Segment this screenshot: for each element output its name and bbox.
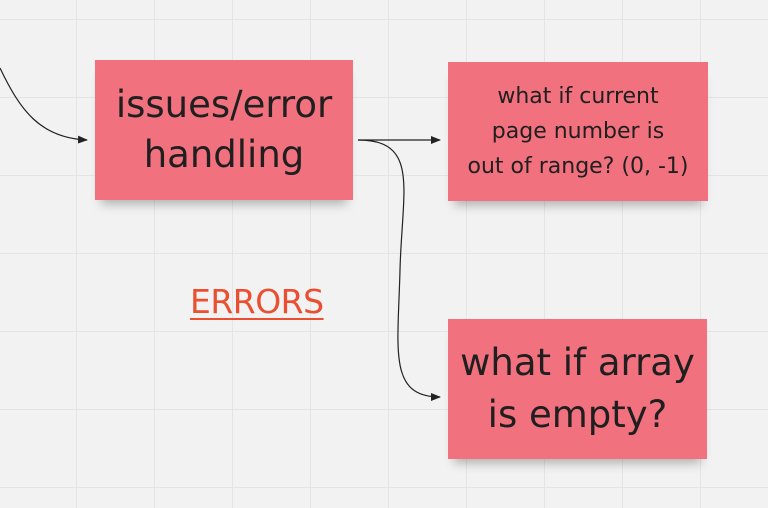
sticky-note-issues-error-handling[interactable]: issues/error handling — [95, 60, 353, 200]
connector-to-empty-note[interactable] — [357, 139, 441, 401]
sticky-note-text: what if current page number is out of ra… — [468, 79, 689, 184]
note-line: what if array — [460, 341, 695, 384]
sticky-note-page-out-of-range[interactable]: what if current page number is out of ra… — [448, 62, 708, 201]
note-line: handling — [143, 133, 305, 176]
sticky-note-text: issues/error handling — [116, 80, 332, 180]
note-line: what if current — [497, 84, 659, 109]
sticky-note-array-empty[interactable]: what if array is empty? — [448, 319, 707, 459]
errors-text-label[interactable]: ERRORS — [190, 282, 324, 321]
sticky-note-text: what if array is empty? — [460, 337, 695, 441]
note-line: page number is — [491, 119, 665, 144]
note-line: issues/error — [115, 83, 333, 126]
note-line: is empty? — [487, 393, 668, 436]
note-line: out of range? (0, -1) — [467, 154, 689, 179]
incoming-connector[interactable] — [0, 67, 88, 144]
